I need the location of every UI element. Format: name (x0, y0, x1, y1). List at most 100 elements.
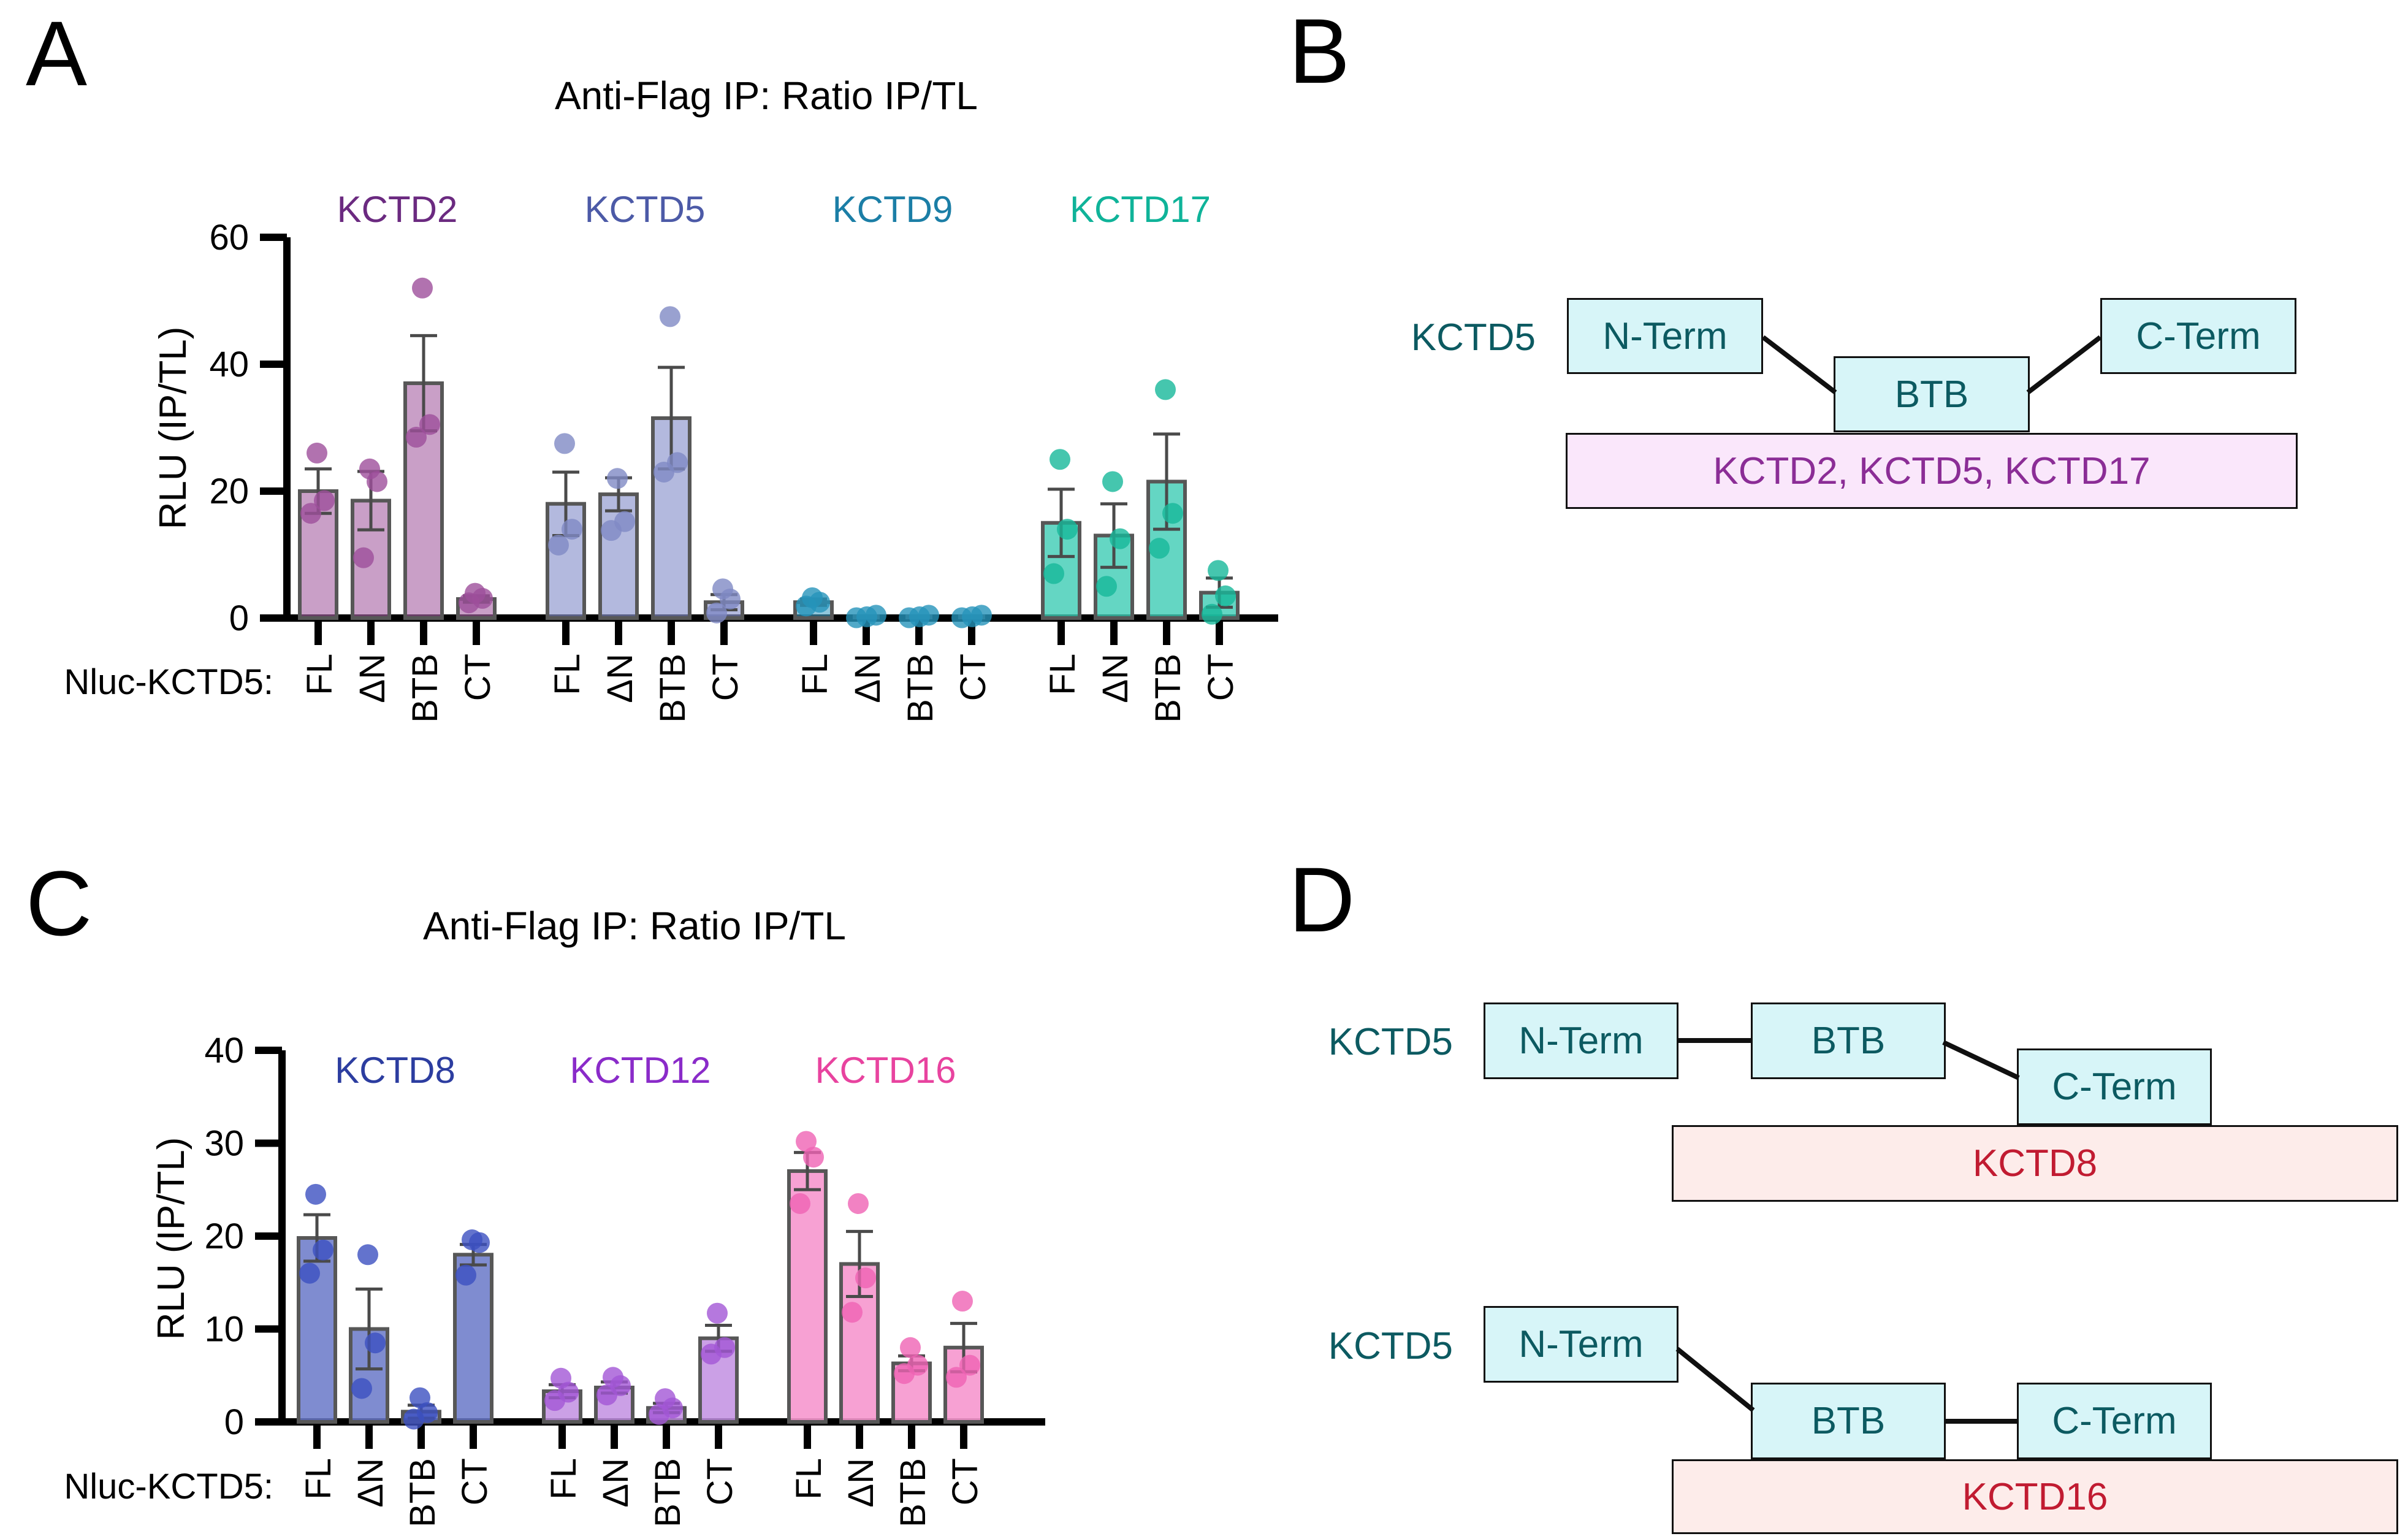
panel-a-label: A (26, 2, 88, 105)
bar-kctd2-3: CT (456, 582, 498, 701)
data-point (314, 490, 335, 511)
data-point (305, 1183, 326, 1205)
data-point (971, 605, 992, 626)
panel-d-kctd16-band: KCTD16 (1672, 1459, 2398, 1534)
x-tick-label: ΔN (600, 654, 640, 703)
data-point (1096, 576, 1117, 597)
bar-kctd2-2: BTB (403, 277, 445, 723)
group-title: KCTD2 (337, 189, 458, 230)
x-tick-label: BTB (901, 654, 940, 723)
y-tick-label: 30 (204, 1124, 244, 1164)
panel-c-label: C (26, 852, 93, 955)
data-point (660, 306, 680, 327)
panel-b-btb-text: BTB (1894, 373, 1969, 416)
data-point (419, 414, 440, 435)
bar-kctd8-1: ΔN (349, 1244, 391, 1508)
bar-kctd5-1: ΔN (598, 468, 640, 703)
data-point (842, 1302, 863, 1323)
bar-kctd9-3: CT (951, 605, 993, 701)
bar-kctd17-2: BTB (1146, 379, 1188, 723)
x-tick-label: ΔN (841, 1458, 881, 1508)
panel-b-label: B (1289, 0, 1351, 102)
panel-d-row1-cterm-text: C-Term (2052, 1066, 2177, 1108)
panel-d-row2-btb-text: BTB (1811, 1400, 1886, 1442)
chart-title: Anti-Flag IP: Ratio IP/TL (555, 74, 978, 118)
bar-kctd9-1: ΔN (846, 605, 888, 703)
x-tick-label: CT (1201, 654, 1241, 701)
x-tick-label: CT (953, 654, 993, 701)
data-point (848, 1193, 869, 1214)
data-point (462, 1229, 482, 1251)
x-tick-label: ΔN (848, 654, 888, 703)
data-point (803, 1147, 824, 1168)
bar-kctd12-0: FL (542, 1367, 584, 1500)
data-point (548, 534, 569, 556)
bar-kctd17-1: ΔN (1094, 471, 1135, 703)
data-point (455, 1264, 476, 1286)
data-point (796, 1131, 817, 1152)
group-title: KCTD8 (335, 1050, 455, 1091)
data-point (353, 547, 374, 568)
bar-rect (651, 416, 692, 620)
data-point (300, 503, 321, 524)
data-point (1215, 585, 1236, 606)
x-tick-label: FL (300, 654, 340, 695)
x-tick-label: CT (455, 1458, 495, 1505)
panel-d-row2-btb-box: BTB (1751, 1383, 1946, 1459)
bar-kctd8-3: CT (453, 1229, 495, 1505)
panel-d-label: D (1289, 848, 1355, 951)
data-point (351, 1378, 372, 1399)
x-tick-label: FL (1043, 654, 1083, 695)
group-title: KCTD16 (815, 1050, 956, 1091)
data-point (614, 511, 635, 532)
group-title: KCTD9 (833, 189, 953, 230)
data-point (907, 1354, 928, 1376)
data-point (1208, 560, 1229, 581)
data-point (866, 605, 886, 626)
y-tick-label: 60 (209, 218, 249, 258)
data-point (959, 1354, 980, 1376)
data-point (918, 605, 939, 626)
data-point (952, 1291, 973, 1312)
bar-kctd8-0: FL (297, 1183, 338, 1500)
panel-b-btb-box: BTB (1834, 356, 2030, 432)
data-point (410, 1387, 430, 1408)
panel-d-kctd8-text: KCTD8 (1972, 1142, 2098, 1185)
bar-kctd16-3: CT (943, 1291, 985, 1505)
data-point (551, 1367, 571, 1389)
data-point (1149, 538, 1170, 559)
x-tick-label: FL (789, 1458, 829, 1500)
data-point (1155, 379, 1176, 400)
data-point (406, 427, 427, 448)
data-point (1202, 603, 1222, 625)
y-tick-label: 20 (209, 472, 249, 511)
group-title: KCTD5 (585, 189, 706, 230)
data-point (307, 442, 327, 464)
bar-kctd17-3: CT (1199, 560, 1241, 701)
data-point (603, 1367, 623, 1388)
panel-b-interactors-text: KCTD2, KCTD5, KCTD17 (1713, 449, 2151, 492)
data-point (802, 587, 823, 608)
d2-nterm-btb-connector (1675, 1346, 1755, 1413)
data-point (714, 1337, 735, 1358)
bar-kctd2-0: FL (298, 442, 340, 695)
data-point (855, 1267, 876, 1289)
x-tick-label: ΔN (351, 1458, 391, 1508)
x-tick-label: BTB (648, 1458, 688, 1527)
bar-kctd12-3: CT (698, 1302, 740, 1505)
data-point (707, 1302, 728, 1324)
bar-kctd17-0: FL (1041, 449, 1083, 695)
panel-d-row2-nterm-box: N-Term (1484, 1306, 1678, 1383)
data-point (607, 468, 628, 489)
group-title: KCTD12 (570, 1050, 711, 1091)
y-tick-label: 40 (204, 1031, 244, 1071)
group-title: KCTD17 (1070, 189, 1211, 230)
data-point (1057, 519, 1078, 540)
bar-kctd8-2: BTB (401, 1387, 443, 1527)
y-tick-label: 0 (229, 598, 249, 638)
bar-kctd5-0: FL (546, 433, 587, 695)
panel-d-row1-nterm-text: N-Term (1518, 1020, 1644, 1062)
x-tick-label: CT (945, 1458, 985, 1505)
x-axis-prefix-label: Nluc-KCTD5: (64, 1467, 273, 1507)
